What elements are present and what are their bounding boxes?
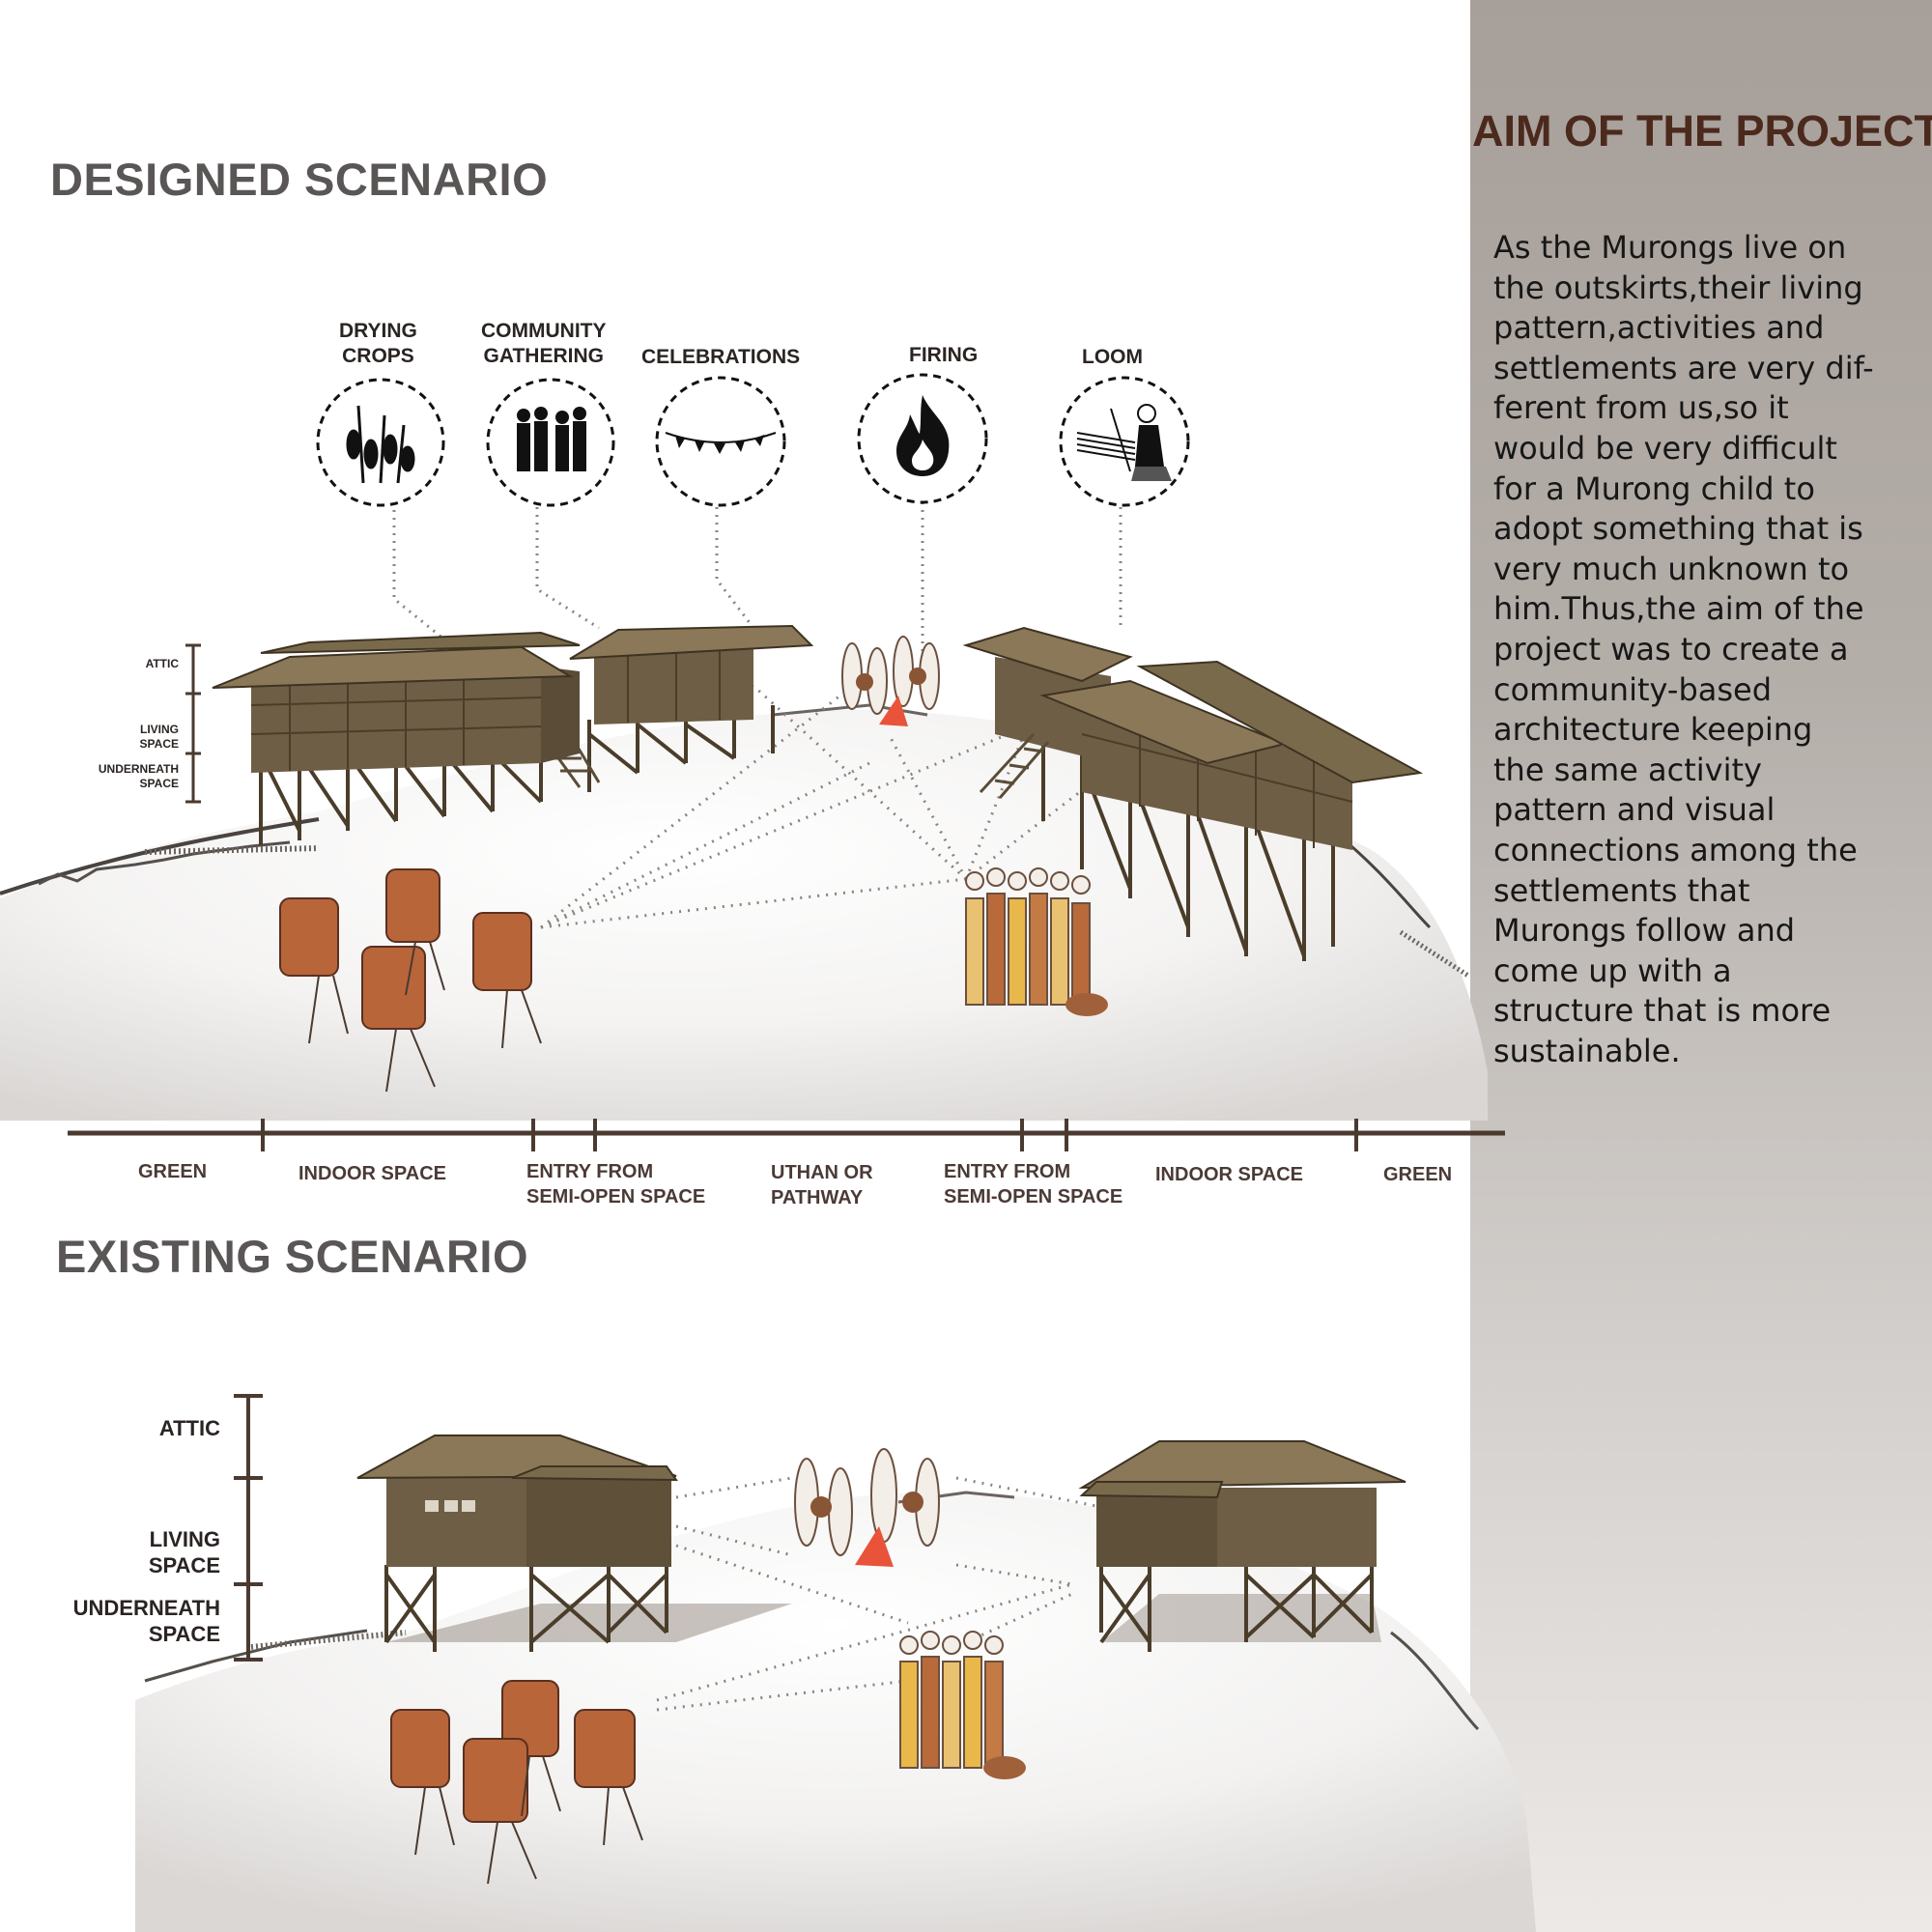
fire-icon <box>857 373 988 504</box>
existing-scenario-heading: EXISTING SCENARIO <box>56 1231 529 1282</box>
zone-label-green-right: GREEN <box>1383 1164 1453 1185</box>
celebrations-icon <box>655 376 786 507</box>
designed-level-attic: ATTIC <box>145 657 179 670</box>
existing-dancers <box>794 1448 940 1567</box>
designed-house-right <box>962 626 1424 961</box>
aim-title: AIM OF THE PROJECT <box>1472 106 1932 156</box>
existing-house-left <box>356 1435 792 1652</box>
side-panel <box>1470 0 1932 1932</box>
zone-label-indoor-left: INDOOR SPACE <box>298 1163 446 1184</box>
designed-women-group <box>965 867 1108 1016</box>
designed-house-left <box>212 624 814 845</box>
designed-porters <box>279 868 542 1093</box>
designed-scenario-heading: DESIGNED SCENARIO <box>50 154 549 205</box>
existing-level-scale <box>234 1394 263 1662</box>
existing-women-group <box>899 1631 1026 1779</box>
zones-axis <box>68 1119 1505 1151</box>
designed-dancers <box>841 636 940 726</box>
activity-label-firing: FIRING <box>909 344 979 366</box>
visual-connection-lines <box>540 684 1131 929</box>
existing-porters <box>390 1680 643 1885</box>
loom-icon <box>1059 376 1190 507</box>
existing-level-attic: ATTIC <box>158 1416 220 1440</box>
designed-level-scale <box>185 643 201 804</box>
existing-connection-lines <box>656 1476 1102 1712</box>
community-gathering-icon <box>486 378 615 507</box>
icon-leader-lines <box>392 502 1122 657</box>
zone-label-green-left: GREEN <box>138 1161 208 1182</box>
activity-label-celebrations: CELEBRATIONS <box>641 346 801 368</box>
drying-crops-icon <box>316 378 445 507</box>
activity-label-loom: LOOM <box>1082 346 1143 368</box>
existing-house-right <box>1078 1440 1406 1652</box>
zone-label-indoor-right: INDOOR SPACE <box>1155 1164 1303 1185</box>
